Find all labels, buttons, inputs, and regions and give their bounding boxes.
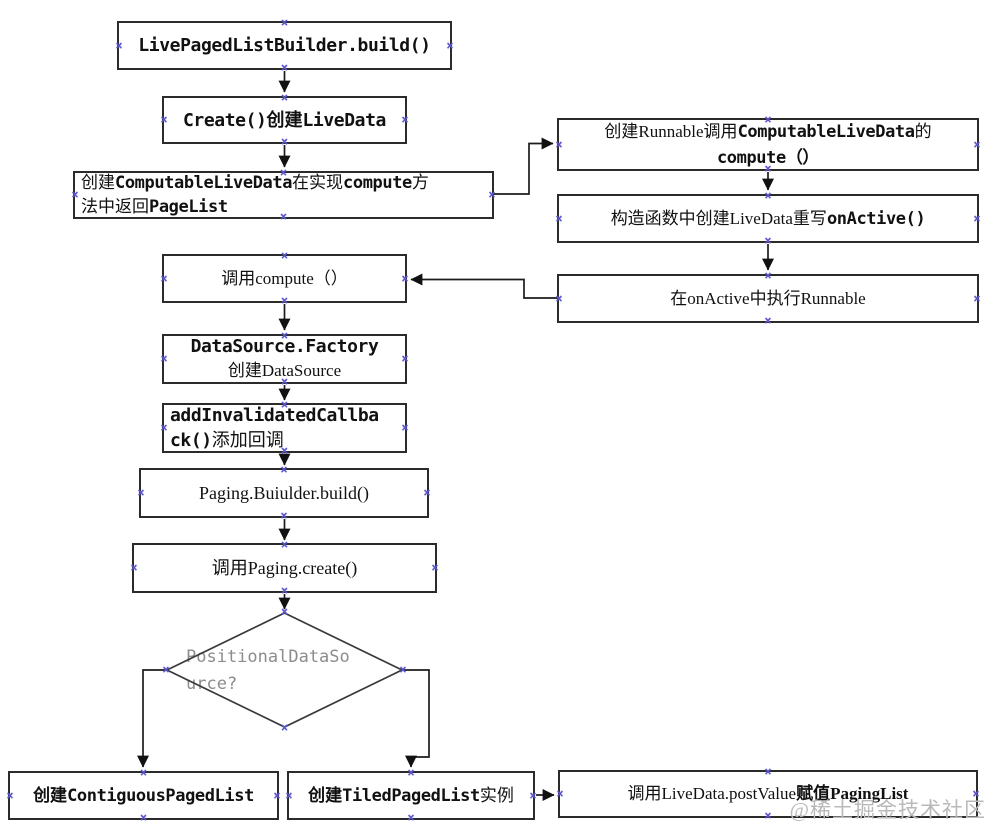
selection-handle[interactable]: × bbox=[488, 187, 496, 202]
selection-handle[interactable]: × bbox=[555, 137, 563, 152]
selection-handle[interactable]: × bbox=[764, 233, 772, 248]
node-livepagedlistbuilder-build[interactable]: LivePagedListBuilder.build() × × × × bbox=[115, 17, 454, 74]
selection-handle[interactable]: × bbox=[280, 462, 288, 477]
selection-handle[interactable]: × bbox=[555, 291, 563, 306]
node-create-runnable-compute[interactable]: 创建Runnable调用ComputableLiveData的 compute（… bbox=[555, 114, 981, 175]
selection-handle[interactable]: × bbox=[139, 810, 148, 825]
node-datasource-factory[interactable]: DataSource.Factory 创建DataSource × × × × bbox=[160, 330, 409, 388]
selection-handle[interactable]: × bbox=[764, 764, 772, 779]
selection-handle[interactable]: × bbox=[280, 508, 288, 523]
selection-handle[interactable]: × bbox=[529, 788, 537, 803]
selection-handle[interactable]: × bbox=[162, 662, 170, 677]
selection-handle[interactable]: × bbox=[423, 485, 431, 500]
connector-onactive-to-callcompute[interactable] bbox=[410, 273, 557, 299]
selection-handle[interactable]: × bbox=[137, 485, 145, 500]
selection-handle[interactable]: × bbox=[6, 788, 14, 803]
node-label: 调用compute（） bbox=[221, 268, 348, 288]
node-onactive-run-runnable[interactable]: 在onActive中执行Runnable × × × × bbox=[555, 270, 981, 327]
node-call-paging-create[interactable]: 调用Paging.create() × × × × bbox=[130, 539, 439, 597]
selection-handle[interactable]: × bbox=[280, 537, 289, 552]
selection-handle[interactable]: × bbox=[160, 420, 168, 435]
connector-decision-to-tiled[interactable] bbox=[402, 669, 430, 768]
node-label: 创建TiledPagedList实例 bbox=[308, 785, 514, 806]
selection-handle[interactable]: × bbox=[280, 443, 289, 458]
selection-handle[interactable]: × bbox=[764, 112, 772, 127]
node-label: 调用LiveData.postValue赋值PagingList bbox=[627, 784, 909, 803]
node-label: Paging.Buiulder.build() bbox=[199, 483, 369, 503]
selection-handle[interactable]: × bbox=[279, 165, 288, 180]
connector-computable-to-runnable[interactable] bbox=[494, 137, 554, 195]
selection-handle[interactable]: × bbox=[273, 788, 281, 803]
selection-handle[interactable]: × bbox=[764, 268, 772, 283]
selection-handle[interactable]: × bbox=[973, 291, 981, 306]
selection-handle[interactable]: × bbox=[401, 351, 409, 366]
node-label: 创建ContiguousPagedList bbox=[33, 785, 254, 806]
node-label-line1: 创建Runnable调用ComputableLiveData的 bbox=[604, 121, 932, 142]
node-constructor-livedata-onactive[interactable]: 构造函数中创建LiveData重写onActive() × × × × bbox=[555, 190, 981, 247]
selection-handle[interactable]: × bbox=[764, 313, 772, 328]
selection-handle[interactable]: × bbox=[280, 328, 289, 343]
node-label-line1: DataSource.Factory bbox=[190, 336, 379, 357]
selection-handle[interactable]: × bbox=[973, 211, 981, 226]
selection-handle[interactable]: × bbox=[280, 604, 289, 619]
selection-handle[interactable]: × bbox=[401, 112, 409, 127]
selection-handle[interactable]: × bbox=[160, 112, 168, 127]
selection-handle[interactable]: × bbox=[160, 271, 168, 286]
selection-handle[interactable]: × bbox=[972, 786, 980, 801]
selection-handle[interactable]: × bbox=[71, 187, 79, 202]
watermark: @稀土掘金技术社区 bbox=[789, 798, 986, 822]
node-computable-livedata[interactable]: 创建ComputableLiveData在实现compute方法中返回PageL… bbox=[71, 167, 496, 223]
node-livedata-postvalue[interactable]: 调用LiveData.postValue赋值PagingList × × × × bbox=[556, 766, 980, 822]
selection-handle[interactable]: × bbox=[446, 38, 454, 53]
node-label-line2: 创建DataSource bbox=[227, 361, 342, 380]
selection-handle[interactable]: × bbox=[130, 560, 138, 575]
selection-handle[interactable]: × bbox=[556, 786, 564, 801]
selection-handle[interactable]: × bbox=[401, 420, 409, 435]
selection-handle[interactable]: × bbox=[280, 15, 289, 30]
selection-handle[interactable]: × bbox=[160, 351, 168, 366]
node-label-line2: compute（） bbox=[716, 147, 820, 168]
selection-handle[interactable]: × bbox=[407, 765, 415, 780]
selection-handle[interactable]: × bbox=[279, 209, 288, 224]
selection-handle[interactable]: × bbox=[285, 788, 293, 803]
selection-handle[interactable]: × bbox=[280, 248, 289, 263]
selection-handle[interactable]: × bbox=[139, 765, 148, 780]
selection-handle[interactable]: × bbox=[407, 810, 415, 825]
selection-handle[interactable]: × bbox=[764, 188, 772, 203]
selection-handle[interactable]: × bbox=[280, 374, 289, 389]
node-call-compute[interactable]: 调用compute（） × × × × bbox=[160, 250, 409, 307]
node-create-contiguous-pagedlist[interactable]: 创建ContiguousPagedList × × × × bbox=[6, 767, 281, 824]
selection-handle[interactable]: × bbox=[280, 720, 289, 735]
selection-handle[interactable]: × bbox=[399, 662, 407, 677]
node-create-livedata[interactable]: Create()创建LiveData × × × × bbox=[160, 92, 409, 148]
selection-handle[interactable]: × bbox=[431, 560, 439, 575]
node-label: 在onActive中执行Runnable bbox=[670, 288, 866, 308]
selection-handle[interactable]: × bbox=[973, 137, 981, 152]
connector-decision-to-contiguous[interactable] bbox=[137, 669, 167, 768]
node-label: 调用Paging.create() bbox=[211, 558, 358, 578]
selection-handle[interactable]: × bbox=[280, 60, 289, 75]
selection-handle[interactable]: × bbox=[280, 134, 289, 149]
selection-handle[interactable]: × bbox=[280, 293, 289, 308]
selection-handle[interactable]: × bbox=[401, 271, 409, 286]
node-label: 构造函数中创建LiveData重写onActive() bbox=[610, 208, 926, 229]
selection-handle[interactable]: × bbox=[764, 161, 772, 176]
selection-handle[interactable]: × bbox=[280, 397, 289, 412]
selection-handle[interactable]: × bbox=[280, 90, 289, 105]
selection-handle[interactable]: × bbox=[764, 808, 772, 823]
node-label: 创建ComputableLiveData在实现compute方法中返回PageL… bbox=[81, 173, 429, 217]
selection-handle[interactable]: × bbox=[555, 211, 563, 226]
selection-handle[interactable]: × bbox=[115, 38, 123, 53]
node-paging-builder-build[interactable]: Paging.Buiulder.build() × × × × bbox=[137, 464, 431, 522]
node-create-tiled-pagedlist[interactable]: 创建TiledPagedList实例 × × × × bbox=[285, 767, 537, 824]
selection-handle[interactable]: × bbox=[280, 583, 289, 598]
node-label: Create()创建LiveData bbox=[183, 109, 386, 131]
node-label: LivePagedListBuilder.build() bbox=[138, 34, 431, 56]
